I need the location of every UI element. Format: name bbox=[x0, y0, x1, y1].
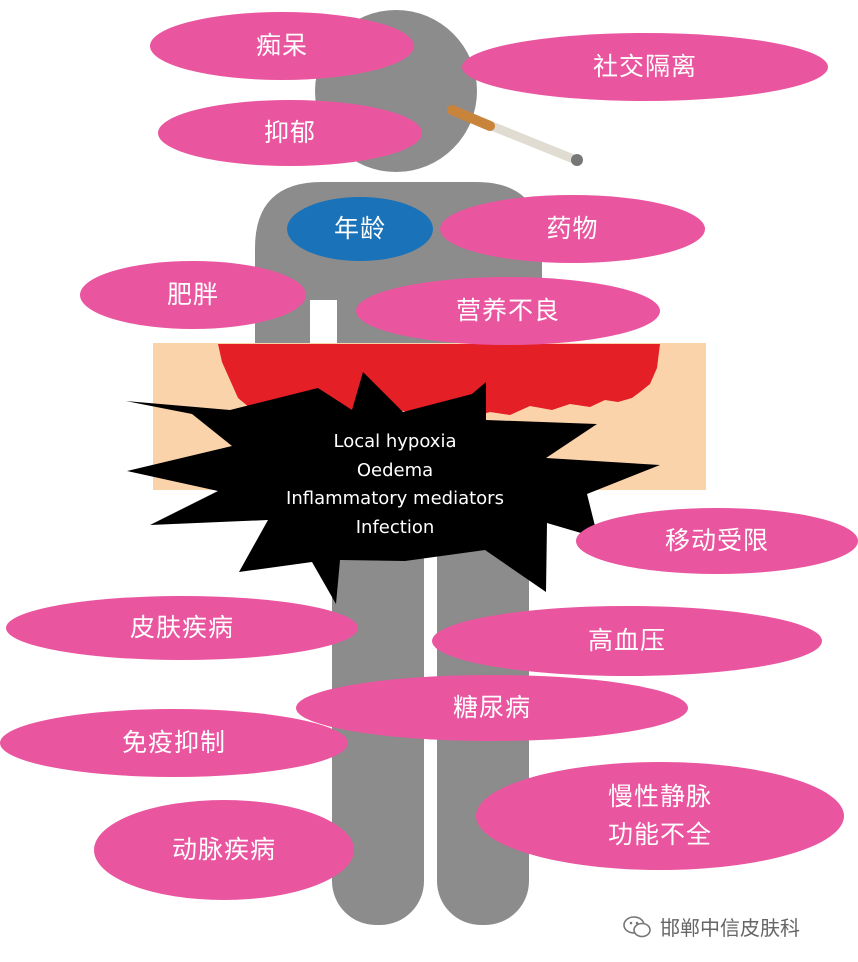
bubble-label: 动脉疾病 bbox=[171, 835, 276, 864]
bubble-dementia: 痴呆 bbox=[150, 12, 414, 80]
bubble-label: 免疫抑制 bbox=[121, 728, 226, 757]
bubble-obesity: 肥胖 bbox=[80, 261, 306, 329]
bubble-arterial-disease: 动脉疾病 bbox=[94, 800, 354, 900]
wound-factor-line: Inflammatory mediators bbox=[286, 488, 504, 509]
bubble-chronic-venous-insufficiency: 慢性静脉 功能不全 bbox=[476, 762, 844, 870]
bubble-depression: 抑郁 bbox=[158, 100, 422, 166]
bubble-label: 药物 bbox=[546, 214, 599, 243]
bubble-label: 痴呆 bbox=[255, 31, 308, 60]
wechat-icon bbox=[623, 915, 651, 937]
watermark: 邯郸中信皮肤科 bbox=[622, 912, 800, 941]
bubble-mobility: 移动受限 bbox=[576, 508, 858, 574]
bubble-label: 皮肤疾病 bbox=[129, 613, 234, 642]
bubble-label: 移动受限 bbox=[664, 526, 769, 555]
wound-burst bbox=[126, 372, 660, 604]
bubble-label: 高血压 bbox=[587, 626, 666, 655]
bubble-immunosuppression: 免疫抑制 bbox=[0, 709, 348, 777]
wound-factor-line: Infection bbox=[355, 516, 435, 538]
bubble-label: 营养不良 bbox=[455, 296, 560, 325]
bubble-label: 肥胖 bbox=[166, 280, 219, 309]
bubble-label: 抑郁 bbox=[263, 118, 316, 147]
wound-factor-line: Local hypoxia bbox=[333, 431, 457, 452]
watermark-text: 邯郸中信皮肤科 bbox=[660, 916, 800, 940]
bubble-hypertension: 高血压 bbox=[432, 606, 822, 676]
bubble-diabetes: 糖尿病 bbox=[296, 675, 688, 741]
bubble-label: 年龄 bbox=[333, 214, 386, 243]
bubble-label: 社交隔离 bbox=[592, 52, 697, 81]
bubble-age: 年龄 bbox=[287, 197, 433, 261]
figure-torso bbox=[255, 182, 542, 500]
bubble-social-isolation: 社交隔离 bbox=[462, 33, 828, 101]
cigarette-icon bbox=[447, 105, 583, 166]
bubble-label: 功能不全 bbox=[607, 820, 712, 849]
bubble-malnutrition: 营养不良 bbox=[356, 277, 660, 345]
bubble-label: 慢性静脉 bbox=[607, 782, 712, 811]
bubble-skin-disease: 皮肤疾病 bbox=[6, 596, 358, 660]
bubble-label: 糖尿病 bbox=[452, 693, 531, 722]
wound-factor-line: Oedema bbox=[356, 459, 434, 481]
wound-factors: Local hypoxia Oedema Inflammatory mediat… bbox=[230, 428, 560, 542]
bubble-medication: 药物 bbox=[440, 195, 705, 263]
